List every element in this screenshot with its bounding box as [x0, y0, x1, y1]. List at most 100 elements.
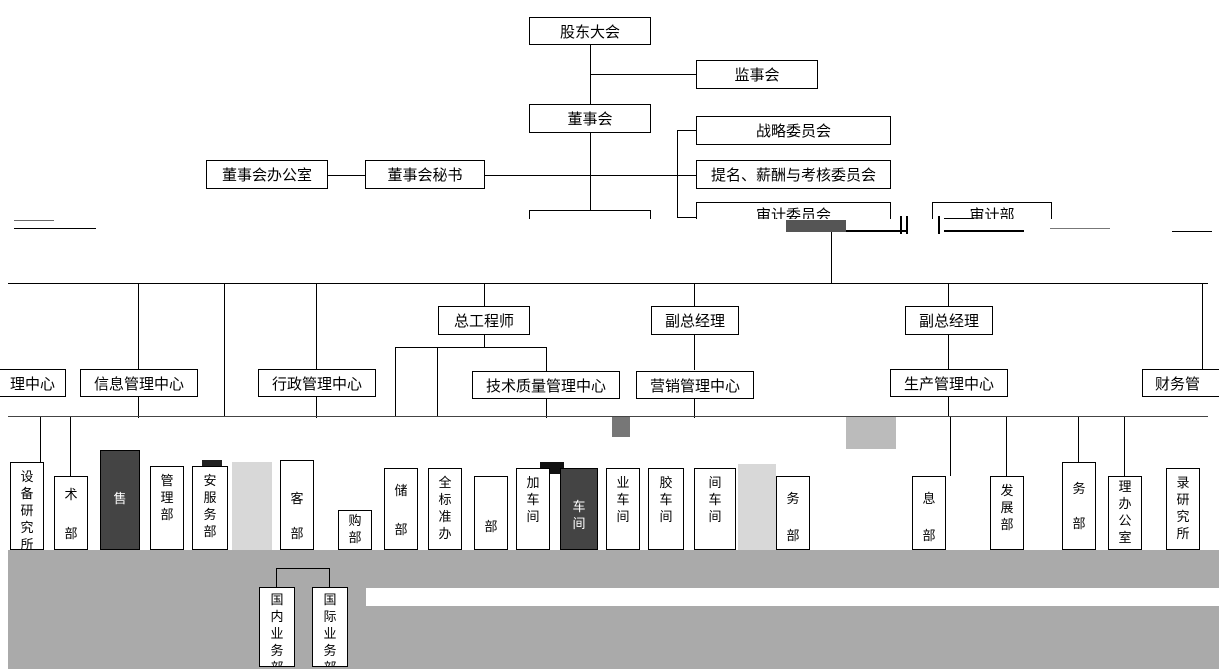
department-box: 安服务部: [192, 466, 228, 550]
connector-line: [590, 74, 696, 75]
supervisory-board-box: 监事会: [696, 60, 818, 89]
dept-line: 录: [1176, 476, 1190, 491]
dept-line: 售: [113, 492, 127, 507]
dept-line: 储: [394, 484, 408, 499]
glitch-line: [906, 216, 908, 234]
connector-line: [276, 568, 277, 588]
dept-line: 务: [1072, 482, 1086, 497]
deputy-gm-2-label: 副总经理: [918, 312, 979, 330]
department-box: 录研究所: [1166, 468, 1200, 550]
connector-line: [8, 416, 1208, 417]
connector-line: [677, 130, 696, 131]
center-left-partial-box: 理中心: [0, 369, 66, 397]
connector-line: [677, 130, 678, 218]
dept-line: 服: [203, 491, 217, 506]
dept-line: 国: [323, 593, 337, 608]
connector-line: [316, 283, 317, 369]
dept-line: 息: [922, 492, 936, 507]
department-box: 务部: [776, 476, 810, 550]
supervisors-label: 监事会: [734, 66, 780, 84]
dept-line: 安: [203, 474, 217, 489]
dept-line: 室: [1118, 531, 1132, 546]
glitch-block: [232, 462, 272, 550]
department-box: 购部: [338, 510, 372, 550]
dept-line: 间: [659, 510, 673, 525]
shareholders-meeting-box: 股东大会: [529, 17, 651, 45]
connector-line: [484, 334, 485, 348]
dept-line: 部: [160, 508, 174, 523]
dept-line: 研: [1176, 493, 1190, 508]
connector-line: [70, 417, 71, 476]
dept-line: 研: [20, 504, 34, 519]
dept-line: 车: [708, 493, 722, 508]
dept-line: 部: [394, 523, 408, 538]
dept-line: 部: [484, 520, 498, 535]
connector-line: [1124, 417, 1125, 476]
dept-line: 间: [572, 517, 586, 532]
dept-line: 加: [526, 476, 540, 491]
info-center-label: 信息管理中心: [93, 374, 184, 393]
connector-line: [138, 283, 139, 369]
dept-line: 部: [313, 660, 347, 666]
connector-line: [948, 396, 949, 416]
dept-line: 业: [616, 476, 630, 491]
dept-line: 全: [438, 476, 452, 491]
glitch-line: [14, 228, 96, 229]
connector-line: [677, 217, 696, 218]
dept-line: 部: [348, 531, 362, 546]
deputy-gm-1-label: 副总经理: [664, 312, 725, 330]
connector-line: [546, 347, 547, 371]
production-center-box: 生产管理中心: [890, 369, 1008, 397]
glitch-line: [900, 216, 902, 234]
connector-line: [40, 417, 41, 462]
dept-line: 管: [160, 474, 174, 489]
dept-line: 公: [1118, 514, 1132, 529]
connector-line: [276, 568, 330, 569]
dept-line: 际: [323, 610, 337, 625]
dept-line: 业: [270, 627, 284, 642]
dept-line: 务: [270, 644, 284, 659]
glitch-band: [8, 606, 1219, 669]
department-box: 间车间: [694, 468, 736, 550]
connector-line: [831, 232, 832, 284]
dept-line: 理: [160, 491, 174, 506]
glitch-block: [738, 464, 776, 550]
admin-center-box: 行政管理中心: [258, 369, 376, 397]
nomination-committee-label: 提名、薪酬与考核委员会: [710, 166, 876, 184]
dept-line: 所: [20, 538, 34, 550]
board-label: 董事会: [567, 110, 613, 128]
production-center-label: 生产管理中心: [903, 374, 994, 393]
marketing-center-label: 营销管理中心: [649, 376, 740, 395]
glitch-block: [786, 220, 846, 232]
dept-line: 部: [922, 529, 936, 544]
connector-line: [948, 283, 949, 307]
department-box: 客部: [280, 460, 314, 550]
connector-line: [327, 175, 367, 176]
department-box: 储部: [384, 468, 418, 550]
glitch-line: [1172, 231, 1212, 232]
dept-line: 展: [1000, 501, 1014, 516]
board-office-label: 董事会办公室: [221, 166, 312, 184]
board-of-directors-box: 董事会: [529, 104, 651, 133]
connector-line: [1202, 283, 1203, 369]
dept-line: 究: [20, 521, 34, 536]
board-secretary-label: 董事会秘书: [387, 166, 463, 184]
connector-line: [8, 283, 1208, 284]
department-box: 息部: [912, 476, 946, 550]
connector-line: [694, 283, 695, 307]
connector-line: [546, 398, 547, 418]
dept-line: 车: [616, 493, 630, 508]
department-box: 车间: [560, 468, 598, 550]
dept-line: 务: [323, 644, 337, 659]
international-business-dept-box: 国 际 业 务 部: [312, 587, 348, 667]
center-left-partial-label: 理中心: [9, 374, 55, 393]
dept-line: 国: [270, 593, 284, 608]
dept-line: 业: [323, 627, 337, 642]
connector-line: [484, 175, 696, 176]
audit-committee-label: 审计委员会: [755, 206, 831, 219]
glitch-line: [938, 216, 940, 234]
dept-line: 所: [1176, 527, 1190, 542]
dept-line: 准: [438, 510, 452, 525]
connector-line: [329, 568, 330, 588]
nomination-committee-box: 提名、薪酬与考核委员会: [696, 160, 891, 189]
